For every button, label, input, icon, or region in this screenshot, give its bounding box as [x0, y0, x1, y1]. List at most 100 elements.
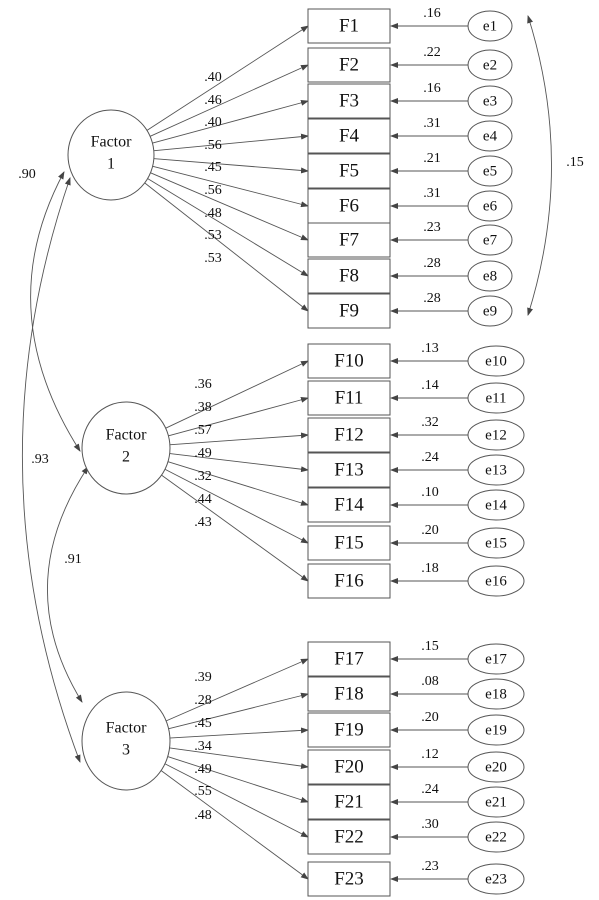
- correlation-value-f1-f3: .93: [31, 452, 49, 467]
- error-ellipse-e9: [467, 295, 513, 327]
- loading-value-f12: .57: [194, 423, 212, 438]
- error-ellipse-e6: [467, 190, 513, 222]
- error-ellipse-e13: [467, 454, 525, 486]
- error-label-e2: e2: [483, 57, 497, 73]
- factor-3-number: 3: [122, 742, 130, 759]
- indicator-box-f8: [307, 258, 391, 294]
- loading-arrow-f13: [168, 452, 309, 473]
- correlation-value-f1-f2: .90: [18, 167, 36, 182]
- loading-value-f7: .48: [204, 206, 222, 221]
- indicator-label-f8: F8: [339, 265, 359, 286]
- indicator-box-f18: [307, 676, 391, 712]
- loading-arrow-f1: [146, 25, 309, 132]
- indicator-box-f12: [307, 417, 391, 453]
- factor-3-ellipse: [81, 691, 171, 791]
- indicator-box-f10: [307, 343, 391, 379]
- indicator-label-f13: F13: [334, 459, 364, 480]
- indicator-label-f22: F22: [334, 826, 364, 847]
- error-value-e8: .28: [423, 256, 441, 271]
- loading-value-f13: .49: [194, 446, 212, 461]
- loading-value-f21: .49: [194, 762, 212, 777]
- indicator-label-f23: F23: [334, 868, 364, 889]
- indicator-label-f12: F12: [334, 424, 364, 445]
- loading-arrow-f12: [168, 432, 309, 446]
- indicator-box-f7: [307, 222, 391, 258]
- indicator-box-f15: [307, 525, 391, 561]
- error-value-e6: .31: [423, 186, 441, 201]
- error-label-e12: e12: [485, 427, 507, 443]
- indicator-label-f18: F18: [334, 683, 364, 704]
- indicator-label-f15: F15: [334, 532, 364, 553]
- indicator-box-f11: [307, 380, 391, 416]
- loading-value-f20: .34: [194, 739, 212, 754]
- error-value-e12: .32: [421, 415, 439, 430]
- error-value-e15: .20: [421, 523, 439, 538]
- error-label-e5: e5: [483, 163, 497, 179]
- loading-value-f3: .40: [204, 115, 222, 130]
- factor-1-label: Factor: [91, 134, 133, 151]
- indicator-box-f14: [307, 487, 391, 523]
- error-label-e8: e8: [483, 268, 497, 284]
- indicator-label-f6: F6: [339, 195, 359, 216]
- error-value-e16: .18: [421, 561, 439, 576]
- loading-value-f23: .48: [194, 808, 212, 823]
- loading-value-f8: .53: [204, 228, 222, 243]
- indicator-box-f3: [307, 83, 391, 119]
- indicator-label-f21: F21: [334, 791, 364, 812]
- error-value-e20: .12: [421, 747, 439, 762]
- error-value-e4: .31: [423, 116, 441, 131]
- covariance-value-e1-e9: .15: [566, 155, 584, 170]
- error-value-e13: .24: [421, 450, 439, 465]
- error-label-e20: e20: [485, 759, 507, 775]
- error-ellipse-e15: [467, 527, 525, 559]
- error-ellipse-e18: [467, 678, 525, 710]
- error-value-e9: .28: [423, 291, 441, 306]
- indicator-box-f19: [307, 712, 391, 748]
- loading-arrow-f21: [166, 755, 309, 803]
- loading-arrow-f20: [168, 747, 309, 770]
- loading-value-f22: .55: [194, 784, 212, 799]
- correlation-f2-f3: [47, 466, 89, 703]
- indicator-label-f16: F16: [334, 570, 364, 591]
- error-ellipse-e16: [467, 565, 525, 597]
- error-value-e5: .21: [423, 151, 441, 166]
- error-label-e4: e4: [483, 128, 498, 144]
- indicator-box-f16: [307, 563, 391, 599]
- error-ellipse-e19: [467, 714, 525, 746]
- error-label-e18: e18: [485, 686, 507, 702]
- factor-2-number: 2: [122, 449, 130, 466]
- error-value-e11: .14: [421, 378, 439, 393]
- indicator-label-f17: F17: [334, 648, 364, 669]
- error-ellipse-e4: [467, 120, 513, 152]
- error-label-e16: e16: [485, 573, 507, 589]
- loading-arrow-f15: [164, 468, 309, 544]
- indicator-box-f1: [307, 8, 391, 44]
- factor-1-number: 1: [107, 156, 115, 173]
- indicator-label-f19: F19: [334, 719, 364, 740]
- loading-arrow-f19: [169, 727, 309, 739]
- error-value-e17: .15: [421, 639, 439, 654]
- indicator-box-f2: [307, 47, 391, 83]
- error-label-e13: e13: [485, 462, 507, 478]
- error-ellipse-e11: [467, 382, 525, 414]
- error-value-e18: .08: [421, 674, 439, 689]
- error-ellipse-e21: [467, 786, 525, 818]
- indicator-box-f21: [307, 784, 391, 820]
- error-value-e3: .16: [423, 81, 441, 96]
- loading-arrow-f3: [151, 99, 309, 144]
- indicator-label-f1: F1: [339, 15, 359, 36]
- loading-arrow-f5: [152, 158, 309, 174]
- loading-arrow-f4: [152, 133, 309, 152]
- loading-value-f14: .32: [194, 469, 212, 484]
- error-label-e11: e11: [485, 390, 506, 406]
- error-ellipse-e12: [467, 419, 525, 451]
- correlation-value-f2-f3: .91: [64, 552, 82, 567]
- loading-value-f19: .45: [194, 716, 212, 731]
- error-value-e21: .24: [421, 782, 439, 797]
- indicator-label-f5: F5: [339, 160, 359, 181]
- loading-value-f9: .53: [204, 251, 222, 266]
- loading-value-f6: .56: [204, 183, 222, 198]
- indicator-box-f5: [307, 153, 391, 189]
- error-label-e14: e14: [485, 497, 507, 513]
- error-label-e7: e7: [483, 232, 498, 248]
